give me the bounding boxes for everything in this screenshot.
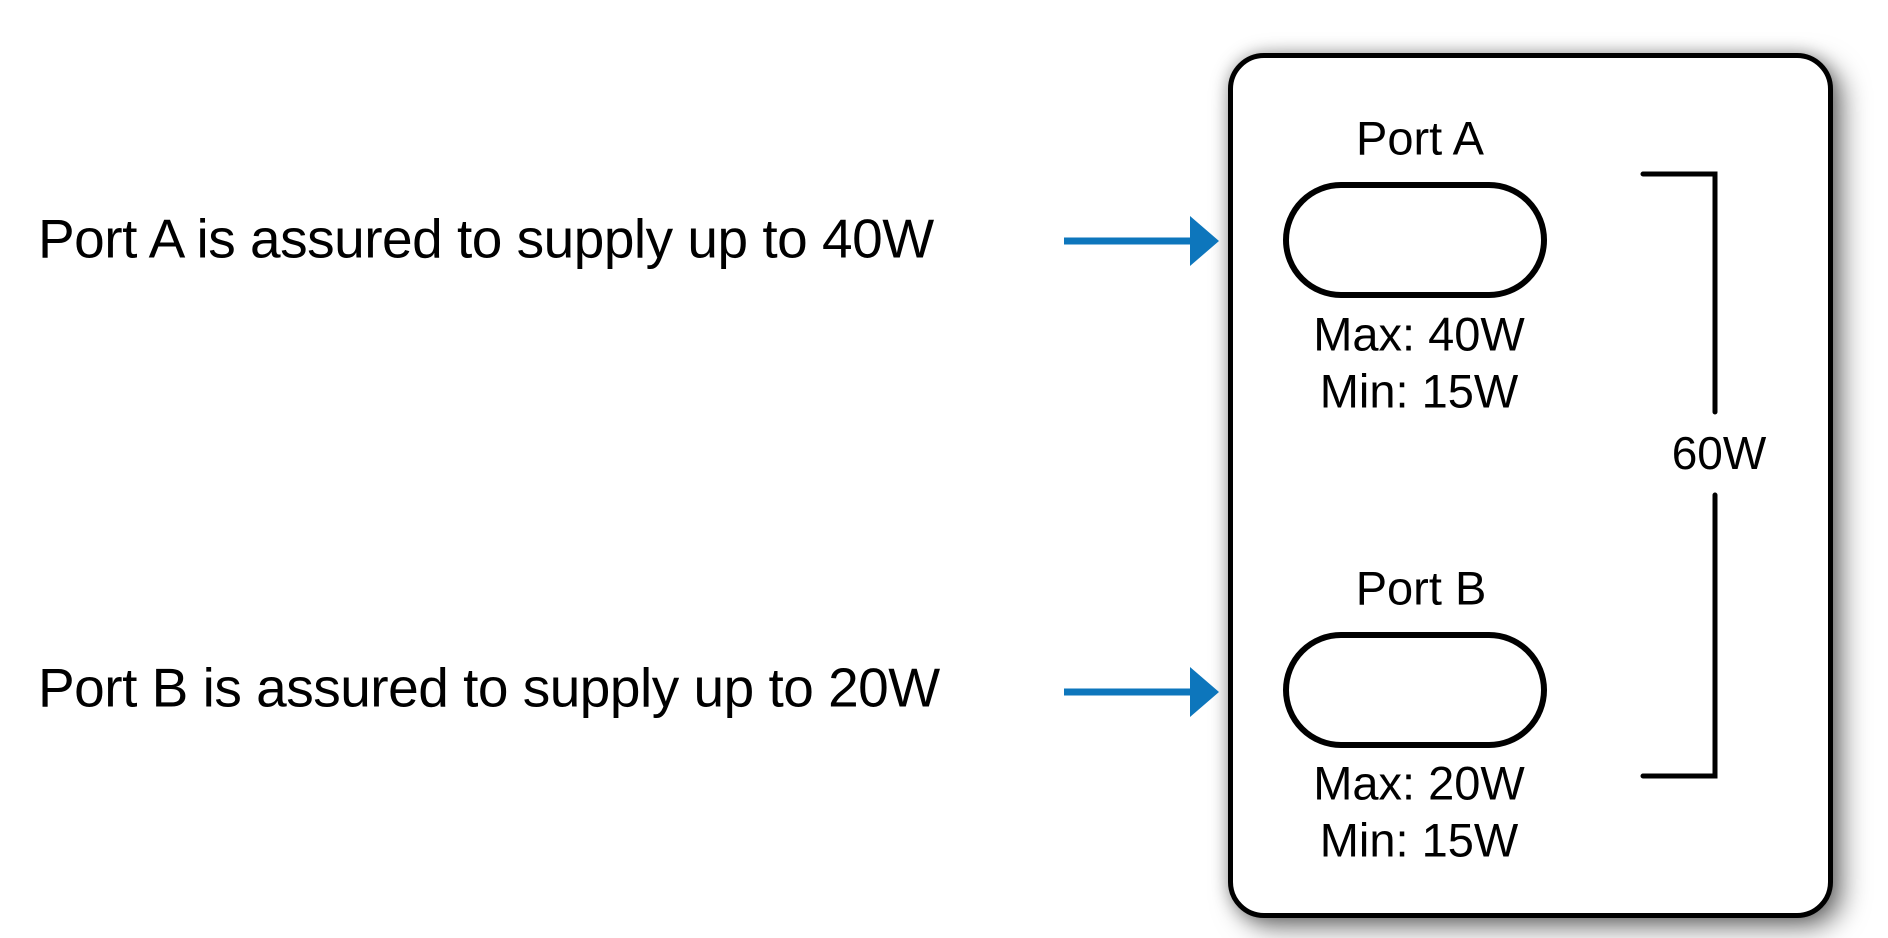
port-a-socket — [1283, 182, 1547, 298]
port-a-annotation-text: Port A is assured to supply up to 40W — [38, 207, 934, 270]
port-b-min-label: Min: 15W — [1319, 813, 1519, 867]
port-b-arrow-head — [1190, 667, 1219, 717]
port-a-max-label: Max: 40W — [1313, 307, 1525, 361]
total-power-label: 60W — [1671, 427, 1767, 479]
port-a-arrow-icon — [1064, 216, 1219, 266]
port-b-label: Port B — [1355, 561, 1487, 615]
port-a-label: Port A — [1355, 111, 1485, 165]
port-b-max-label: Max: 20W — [1313, 756, 1525, 810]
port-b-annotation-text: Port B is assured to supply up to 20W — [38, 656, 940, 719]
port-a-arrow-head — [1190, 216, 1219, 266]
port-b-socket — [1283, 632, 1547, 748]
port-a-min-label: Min: 15W — [1319, 364, 1519, 418]
port-b-arrow-icon — [1064, 667, 1219, 717]
